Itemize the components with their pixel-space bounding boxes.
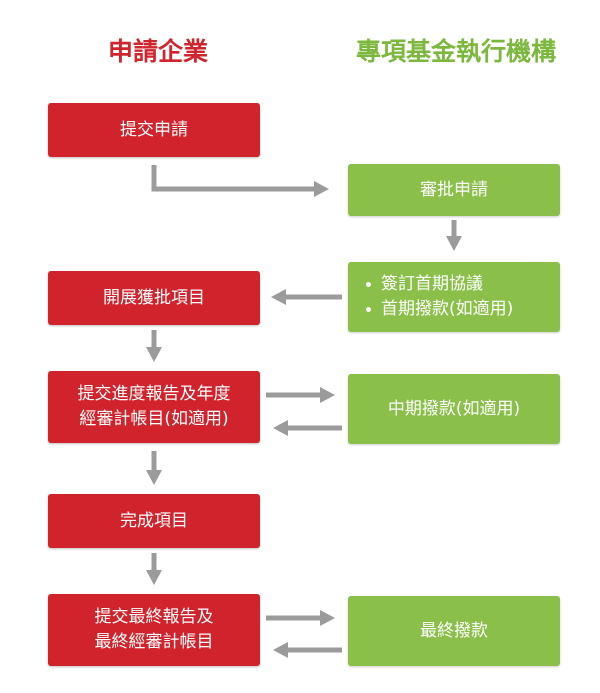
review-application-box: 審批申請 — [348, 164, 560, 216]
review-application-label: 審批申請 — [420, 179, 488, 200]
bullet-first-payment: 首期撥款(如適用) — [366, 297, 513, 322]
submit-application-box: 提交申請 — [48, 103, 260, 157]
bullet-dot-icon — [366, 282, 371, 287]
first-agreement-label: 簽訂首期協議 — [381, 274, 483, 294]
final-report-line2: 最終經審計帳目 — [94, 632, 214, 652]
complete-project-label: 完成項目 — [120, 510, 188, 531]
agency-column-title: 專項基金執行機構 — [355, 37, 556, 66]
final-report-box: 提交最終報告及 最終經審計帳目 — [48, 594, 260, 666]
progress-report-line2: 經審計帳目(如適用) — [79, 409, 229, 429]
submit-application-label: 提交申請 — [120, 119, 188, 140]
run-project-label: 開展獲批項目 — [103, 287, 205, 308]
applicant-column-title: 申請企業 — [107, 37, 208, 66]
bullet-first-agreement: 簽訂首期協議 — [366, 272, 483, 297]
bullet-dot-icon — [366, 307, 371, 312]
final-report-line1: 提交最終報告及 — [94, 607, 214, 627]
run-project-box: 開展獲批項目 — [48, 271, 260, 325]
complete-project-box: 完成項目 — [48, 494, 260, 548]
mid-payment-label: 中期撥款(如適用) — [387, 398, 521, 419]
mid-payment-box: 中期撥款(如適用) — [348, 374, 560, 444]
first-payment-label: 首期撥款(如適用) — [381, 299, 514, 319]
first-agreement-payment-box: 簽訂首期協議 首期撥款(如適用) — [348, 262, 560, 332]
arrow-submit-to-review — [151, 165, 329, 197]
progress-report-box: 提交進度報告及年度 經審計帳目(如適用) — [48, 371, 260, 443]
final-payment-box: 最終撥款 — [348, 596, 560, 666]
progress-report-line1: 提交進度報告及年度 — [77, 384, 231, 404]
final-payment-label: 最終撥款 — [420, 620, 488, 641]
